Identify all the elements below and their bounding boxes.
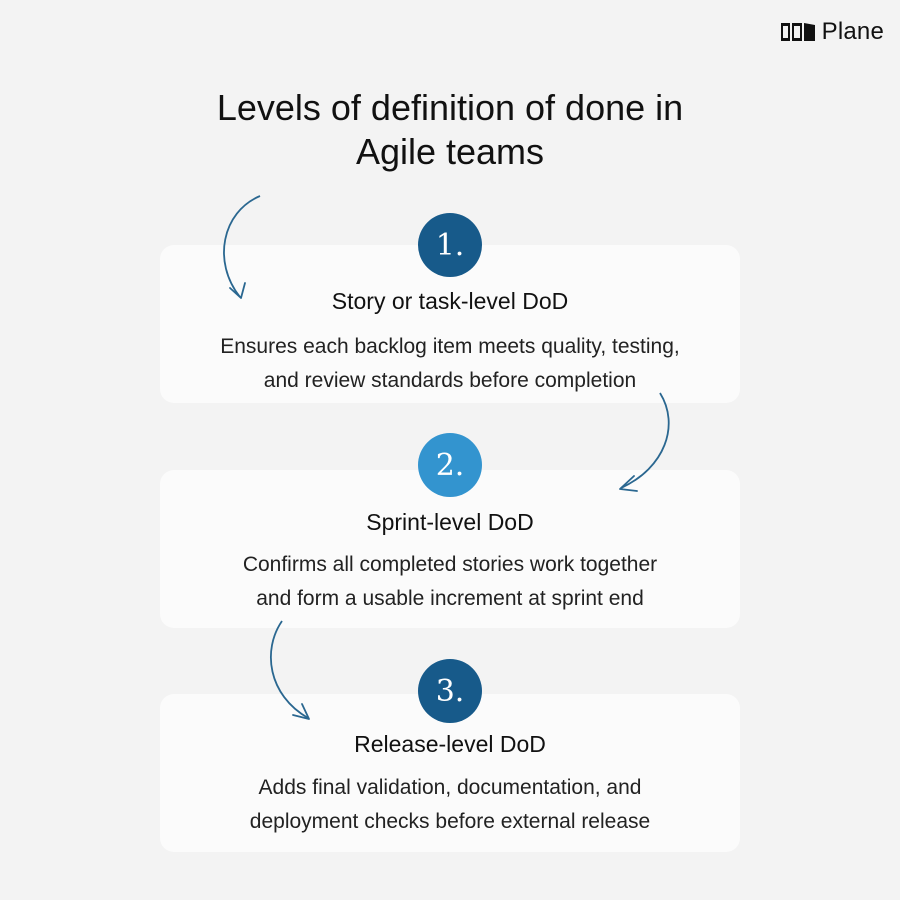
step-title-1: Story or task-level DoD — [331, 288, 569, 314]
step-description-3-line-1: Adds final validation, documentation, an… — [258, 776, 642, 799]
plane-logo: Plane — [780, 18, 884, 46]
step-description-2-line-1: Confirms all completed stories work toge… — [242, 553, 658, 576]
step-description-1-line-1: Ensures each backlog item meets quality,… — [220, 335, 680, 358]
page-title-line-2: Agile teams — [355, 131, 545, 172]
plane-logo-icon — [780, 23, 815, 41]
brand-name: Plane — [821, 18, 884, 45]
step-title-2: Sprint-level DoD — [366, 509, 534, 535]
step-description-3-line-2: deployment checks before external releas… — [249, 810, 651, 833]
step-number-badge-2: 2. — [418, 433, 482, 497]
step-description-3: Adds final validation, documentation, an… — [0, 771, 900, 839]
step-number-badge-1: 1. — [418, 213, 482, 277]
step-description-2-line-2: and form a usable increment at sprint en… — [256, 587, 644, 610]
page-title-line-1: Levels of definition of done in — [216, 87, 684, 128]
page-title: Levels of definition of done in Agile te… — [0, 86, 900, 174]
step-description-1: Ensures each backlog item meets quality,… — [0, 330, 900, 398]
step-description-1-line-2: and review standards before completion — [263, 369, 637, 392]
step-number-badge-3: 3. — [418, 659, 482, 723]
step-title-3: Release-level DoD — [354, 731, 546, 757]
step-description-2: Confirms all completed stories work toge… — [0, 548, 900, 616]
